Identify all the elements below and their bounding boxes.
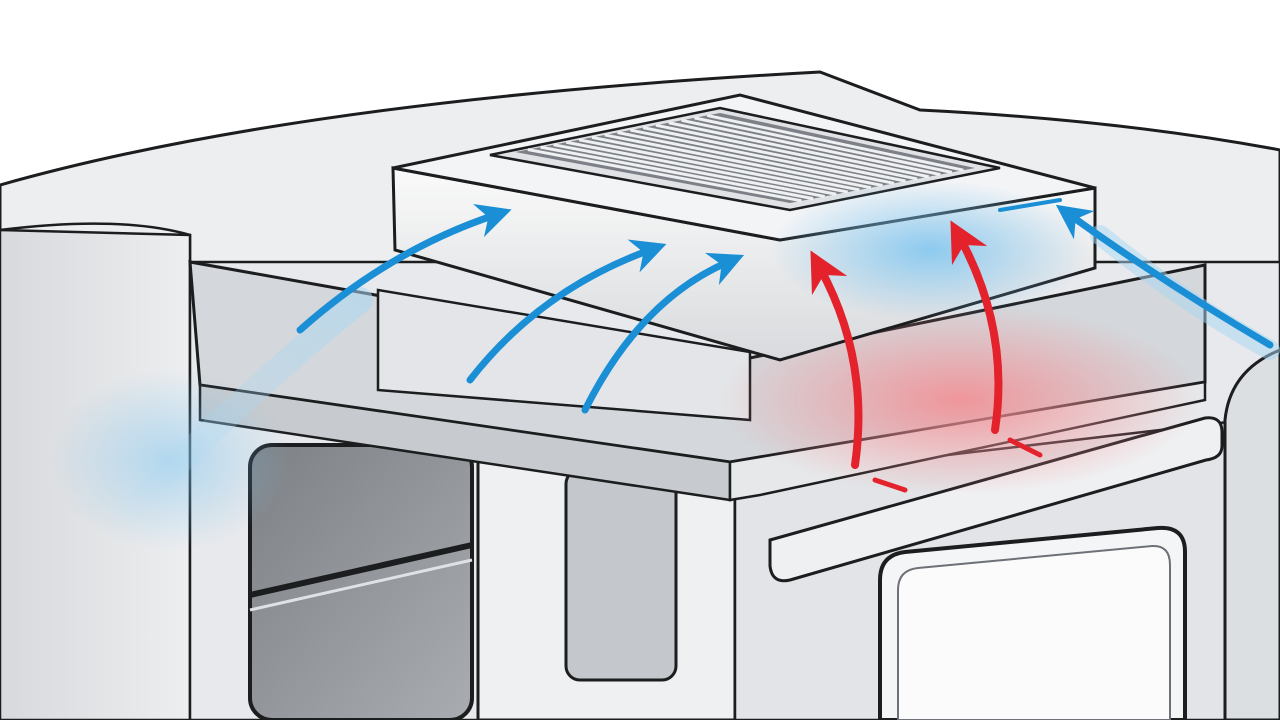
grille-slat — [553, 143, 825, 198]
left-window-bar — [249, 542, 473, 598]
left-window-bar-2 — [249, 558, 473, 612]
hot-air-arrows — [810, 220, 1043, 493]
grille-slat — [604, 133, 872, 190]
grille-slat — [540, 145, 814, 201]
right-window-inner — [897, 544, 1171, 720]
grille-slat — [578, 138, 849, 194]
door-window — [564, 468, 678, 682]
grille-slat — [681, 118, 941, 177]
rear-cap — [1223, 348, 1280, 720]
ac-grille — [489, 106, 1001, 212]
grille-slat — [630, 128, 895, 185]
cool-air-arrows — [296, 198, 1274, 414]
cool-arrow-3 — [581, 252, 745, 414]
cool-arrow-1 — [296, 203, 512, 334]
hot-dash-2 — [1007, 437, 1043, 458]
cool-air-glow-right — [770, 180, 1090, 320]
hot-arrow-1 — [810, 250, 863, 469]
grille-slat — [617, 131, 883, 187]
grille-slat — [655, 123, 918, 181]
roof-edge — [0, 222, 192, 290]
grille-slat — [527, 148, 802, 203]
grille-slat — [642, 126, 906, 183]
cool-arrow-4 — [1055, 204, 1274, 349]
grille-slat — [565, 140, 837, 196]
hot-air-glow — [720, 305, 1200, 495]
cool-arrow-2 — [466, 239, 667, 384]
grille-slat — [591, 135, 860, 192]
cool-streak-1 — [107, 287, 373, 533]
grille-slat — [694, 116, 953, 174]
hot-dash-1 — [872, 477, 908, 493]
grille-slat — [668, 121, 930, 179]
grille-slat — [706, 113, 964, 172]
hot-arrow-2 — [950, 220, 1003, 434]
cool-arrow-5 — [998, 198, 1062, 212]
